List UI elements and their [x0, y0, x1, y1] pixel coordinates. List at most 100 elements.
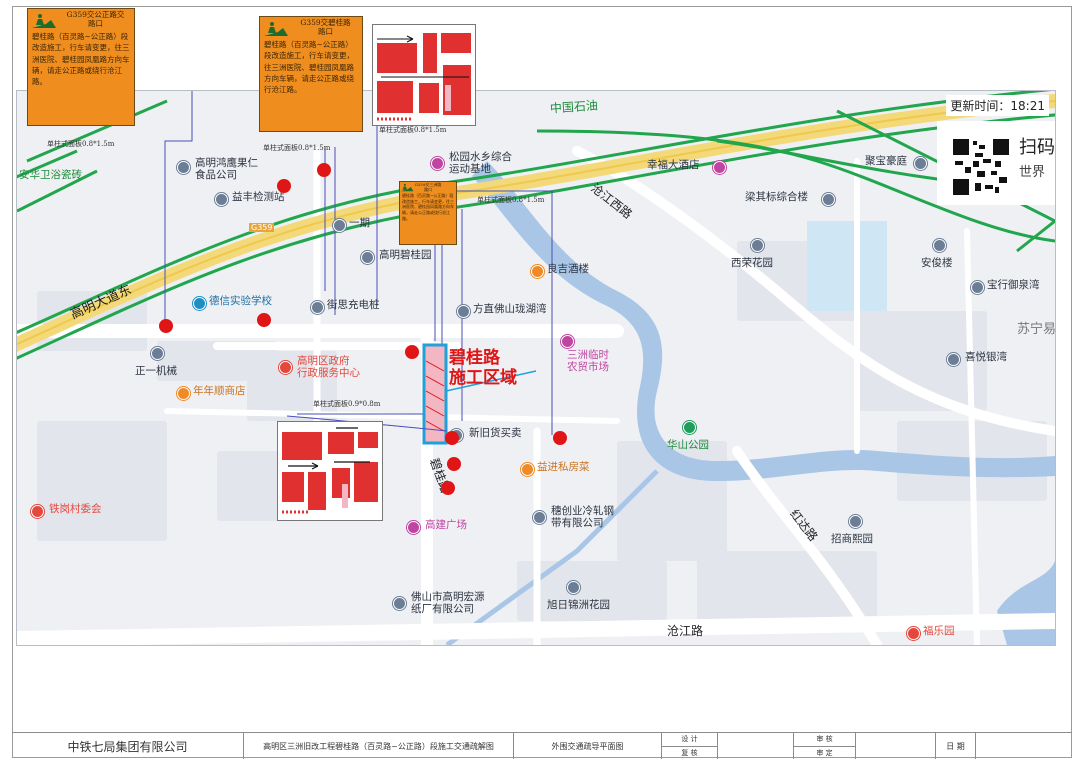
sign-body: 碧桂路（百灵路~公正路）段改造施工，行车请变更，往三洲医院、碧桂园凤凰路方向车辆…: [402, 193, 454, 221]
poi-zhengfu: 高明区政府 行政服务中心: [297, 355, 360, 380]
poi-icon: [457, 305, 470, 318]
poi-yijin: 益进私房菜: [537, 461, 590, 473]
poi-suichuang: 穗创业冷轧钢 带有限公司: [551, 505, 614, 530]
poi-icon: [215, 193, 228, 206]
design-signature-cell: [718, 733, 794, 759]
approve-label: 审 定: [816, 748, 833, 757]
check-signature-cell: [856, 733, 936, 759]
poi-xuri: 旭日锦洲花园: [547, 599, 610, 611]
check-approve-labels: 审 核 审 定: [794, 733, 856, 759]
sign-body: 碧桂路（百灵路~公正路）段改造施工，行车请变更，往三洲医院、碧桂园凤凰路方向车辆…: [264, 40, 354, 94]
poi-icon: [333, 219, 346, 232]
poi-icon: [561, 335, 574, 348]
poi-desheng-school: 德信实验学校: [209, 295, 272, 307]
construction-zone-label: 碧桂路 施工区域: [449, 348, 517, 388]
poi-gaoming-hongying: 高明鸿鹰果仁 食品公司: [195, 157, 258, 182]
poi-icon: [971, 281, 984, 294]
poi-xirong: 西荣花园: [731, 257, 773, 269]
traffic-sign-s1[interactable]: G359交公正路交 路口 碧桂路（百灵路~公正路）段改造施工，行车请变更，往三洲…: [27, 8, 135, 126]
poi-gaoming-bgy: 高明碧桂园: [379, 249, 432, 261]
poi-icon: [177, 387, 190, 400]
qr-world-text: 世界: [1019, 165, 1046, 180]
poi-liangqi: 梁其标综合楼: [745, 191, 808, 203]
poi-icon: [567, 581, 580, 594]
sign-location-marker[interactable]: [447, 457, 461, 471]
callout-panel: 单柱式面板0.8*1.5m: [47, 140, 115, 148]
detail-drawing-top[interactable]: [372, 24, 476, 126]
traffic-sign-s3[interactable]: G359交三洲路 路口 碧桂路（百灵路~公正路）段改造施工，行车请变更，往三洲医…: [399, 181, 457, 245]
qr-scan-text: 扫码: [1019, 137, 1055, 158]
callout-panel: 单柱式面板0.9*0.8m: [313, 400, 381, 408]
sign-title: G359交三洲路 路口: [414, 182, 442, 192]
poi-icon: [311, 301, 324, 314]
poi-icon: [393, 597, 406, 610]
poi-yiqi: 一期: [349, 217, 370, 229]
poi-anhua: 安华卫浴瓷砖: [19, 169, 82, 181]
sign-title: G359交碧桂路 路口: [300, 18, 351, 36]
poi-icon: [713, 161, 726, 174]
sign-location-marker[interactable]: [553, 431, 567, 445]
poi-icon: [947, 353, 960, 366]
poi-icon: [683, 421, 696, 434]
poi-xinjiu: 新旧货买卖: [469, 427, 522, 439]
poi-hongyuan: 佛山市高明宏源 纸厂有限公司: [411, 591, 485, 616]
review-label: 复 核: [681, 748, 698, 757]
roadwork-icon: [32, 14, 56, 28]
poi-fangzhi: 方直佛山珑湖湾: [473, 303, 547, 315]
sign-location-marker[interactable]: [441, 481, 455, 495]
poi-icon: [521, 463, 534, 476]
poi-gaojian: 高建广场: [425, 519, 467, 531]
company-name: 中铁七局集团有限公司: [12, 733, 244, 759]
poi-icon: [907, 627, 920, 640]
date-value-cell: [976, 733, 1072, 759]
detail-drawing-bottom[interactable]: [277, 421, 383, 521]
sign-location-marker[interactable]: [405, 345, 419, 359]
title-block: 中铁七局集团有限公司 高明区三洲旧改工程碧桂路（百灵路~公正路）段施工交通疏解图…: [12, 732, 1072, 759]
poi-icon: [407, 521, 420, 534]
road-label-g359: G359: [249, 223, 275, 233]
date-label: 日 期: [936, 733, 976, 759]
roadwork-icon: [264, 22, 288, 36]
map-canvas[interactable]: 更新时间：18:21 扫码 世界 高明大道东 G359 中国石油 沧江西路 沧江…: [16, 90, 1056, 646]
poi-liangji: 良吉酒楼: [547, 263, 589, 275]
poi-songyuan: 松园水乡综合 运动基地: [449, 151, 512, 176]
poi-huashan: 华山公园: [667, 439, 709, 451]
poi-sanzhou-market: 三洲临时 农贸市场: [567, 349, 609, 374]
sign-location-marker[interactable]: [159, 319, 173, 333]
traffic-sign-s2[interactable]: G359交碧桂路 路口 碧桂路（百灵路~公正路）段改造施工，行车请变更，往三洲医…: [259, 16, 363, 132]
map-base-layer: [17, 91, 1055, 645]
drawing-name: 外围交通疏导平面图: [514, 733, 662, 759]
road-label-cangjiang: 沧江路: [667, 624, 704, 638]
callout-panel: 单柱式面板0.8*1.5m: [477, 196, 545, 204]
area-label-fuxing: 苏宁易购: [1017, 322, 1056, 337]
poi-icon: [361, 251, 374, 264]
sign-body: 碧桂路（百灵路~公正路）段改造施工，行车请变更，往三洲医院、碧桂园凤凰路方向车辆…: [32, 32, 130, 86]
project-name: 高明区三洲旧改工程碧桂路（百灵路~公正路）段施工交通疏解图: [244, 733, 514, 759]
poi-icon: [914, 157, 927, 170]
poi-icon: [933, 239, 946, 252]
poi-juqiang: 聚宝豪庭: [865, 155, 907, 167]
poi-xiyue: 喜悦银湾: [965, 351, 1007, 363]
poi-yifeng: 益丰检测站: [232, 191, 285, 203]
qr-card[interactable]: 扫码 世界: [937, 121, 1055, 205]
poi-tiegang: 铁岗村委会: [49, 503, 102, 515]
poi-icon: [531, 265, 544, 278]
poi-zhaoshang: 招商熙园: [831, 533, 873, 545]
poi-icon: [751, 239, 764, 252]
sign-location-marker[interactable]: [445, 431, 459, 445]
poi-baohang: 宝行御泉湾: [987, 279, 1040, 291]
callout-panel: 单柱式面板0.8*1.5m: [379, 126, 447, 134]
roadwork-icon: [400, 183, 414, 192]
poi-icon: [177, 161, 190, 174]
sign-location-marker[interactable]: [277, 179, 291, 193]
design-label: 设 计: [662, 733, 717, 747]
design-review-labels: 设 计 复 核: [662, 733, 718, 759]
sign-location-marker[interactable]: [257, 313, 271, 327]
sheet-frame: [12, 6, 1072, 758]
poi-xingfu: 幸福大酒店: [647, 159, 700, 171]
poi-fulyuan: 福乐园: [923, 625, 955, 637]
poi-icon: [431, 157, 444, 170]
sign-location-marker[interactable]: [317, 163, 331, 177]
poi-icon: [31, 505, 44, 518]
